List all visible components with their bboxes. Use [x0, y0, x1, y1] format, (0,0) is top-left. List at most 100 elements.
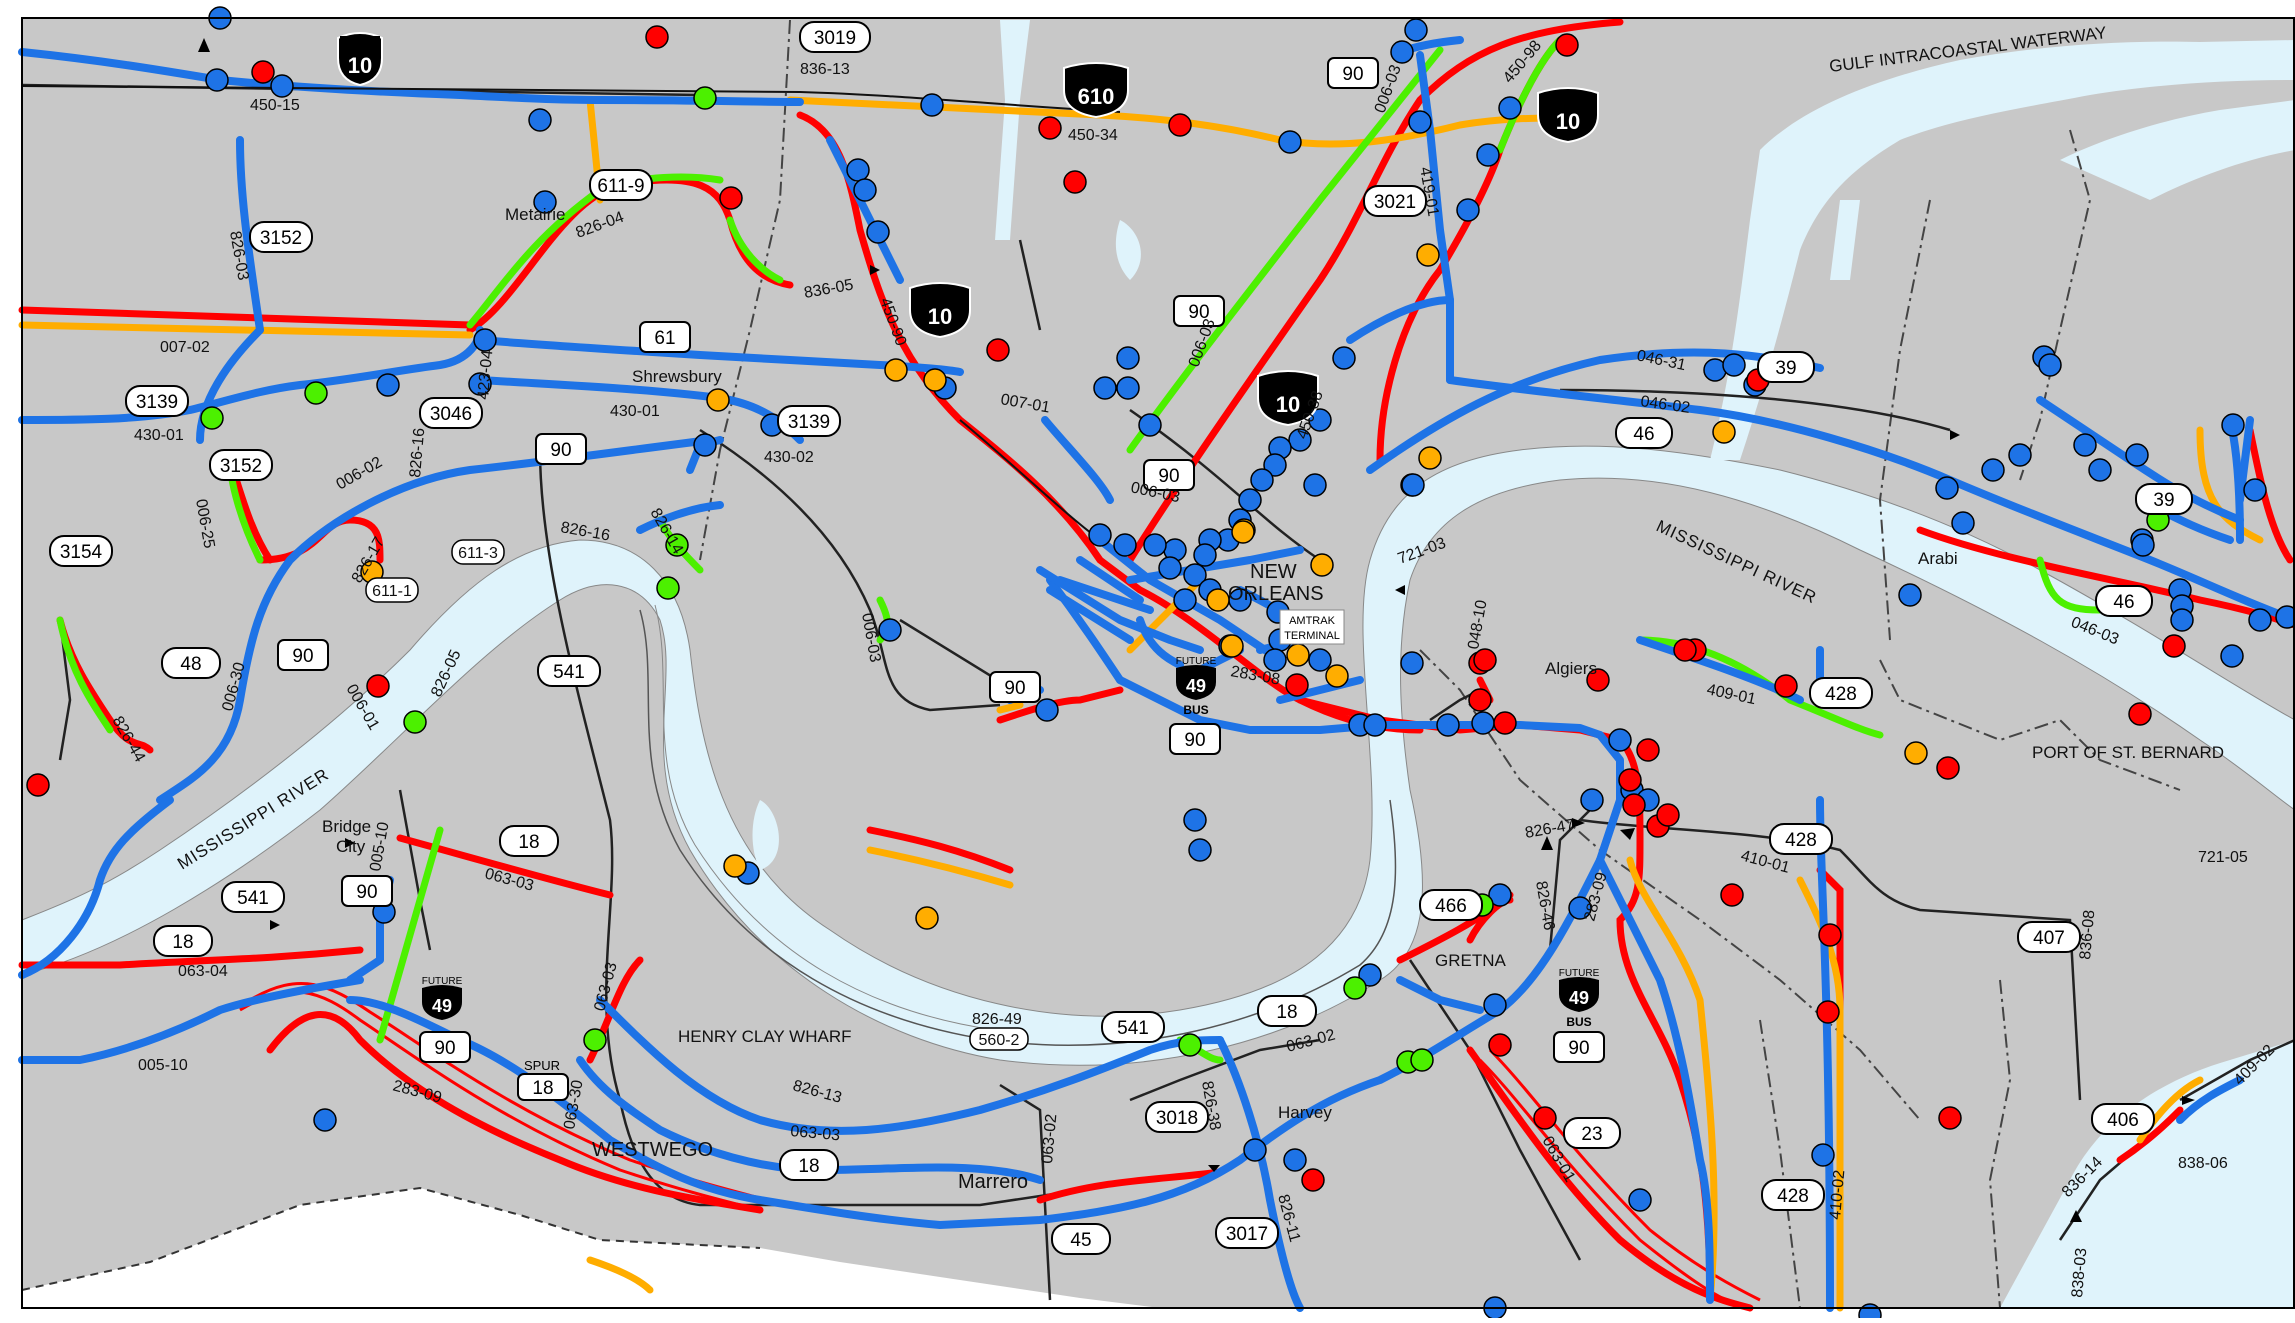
marker: [2248, 608, 2272, 632]
svg-text:HENRY CLAY WHARF: HENRY CLAY WHARF: [678, 1027, 852, 1046]
marker: [1308, 648, 1332, 672]
marker: [1555, 33, 1579, 57]
marker: [2221, 413, 2245, 437]
marker: [2243, 478, 2267, 502]
canal-north: [995, 20, 1030, 240]
route-shields: 3019 611-9 3152 3139 3046 90 3152 3154 4…: [49, 21, 2193, 1255]
railroad-bank-2: [654, 604, 996, 1031]
marker: [1116, 346, 1140, 370]
svg-text:48: 48: [180, 654, 201, 675]
marker: [1173, 588, 1197, 612]
marker: [719, 186, 743, 210]
svg-text:BUS: BUS: [1566, 1015, 1591, 1029]
marker: [1568, 896, 1592, 920]
future-49-shield-west: FUTURE 49: [422, 976, 463, 1020]
svg-text:430-02: 430-02: [764, 449, 814, 466]
marker: [1618, 768, 1642, 792]
small-lake-2: [752, 800, 779, 870]
marker: [656, 576, 680, 600]
intracoastal-waterway: [1710, 40, 2295, 460]
svg-text:23: 23: [1581, 1124, 1602, 1145]
marker: [2038, 353, 2062, 377]
marker: [1390, 40, 1414, 64]
marker: [1981, 458, 2005, 482]
marker: [915, 906, 939, 930]
marker: [1285, 673, 1309, 697]
marker: [533, 190, 557, 214]
svg-text:18: 18: [1276, 1002, 1297, 1023]
marker: [1325, 664, 1349, 688]
marker: [1410, 1048, 1434, 1072]
svg-text:838-06: 838-06: [2178, 1155, 2228, 1172]
marker: [1622, 793, 1646, 817]
marker: [1288, 428, 1312, 452]
marker: [866, 220, 890, 244]
marker: [723, 854, 747, 878]
marker: [1904, 741, 1928, 765]
marker: [1416, 243, 1440, 267]
svg-text:Algiers: Algiers: [1545, 659, 1597, 678]
svg-text:18: 18: [172, 932, 193, 953]
marker: [1063, 170, 1087, 194]
svg-text:Arabi: Arabi: [1918, 549, 1958, 568]
marker: [1656, 803, 1680, 827]
marker: [2088, 458, 2112, 482]
marker: [1310, 553, 1334, 577]
marker: [645, 25, 669, 49]
marker: [1401, 473, 1425, 497]
svg-text:826-16: 826-16: [407, 427, 428, 478]
marker: [468, 372, 492, 396]
parish-boundary-3: [1879, 659, 2181, 791]
marker: [1712, 420, 1736, 444]
svg-text:3021: 3021: [1374, 192, 1416, 213]
marker: [1898, 583, 1922, 607]
svg-text:10: 10: [928, 304, 952, 329]
marker: [270, 74, 294, 98]
svg-text:46: 46: [1633, 424, 1654, 445]
svg-text:90: 90: [1158, 466, 1179, 487]
svg-text:3019: 3019: [814, 28, 856, 49]
interstate-shield-i10-center: 10: [909, 282, 971, 339]
marker: [693, 433, 717, 457]
marker: [1774, 674, 1798, 698]
spur-label: SPUR: [524, 1058, 560, 1073]
svg-text:611-9: 611-9: [597, 176, 644, 197]
svg-text:FUTURE: FUTURE: [1559, 968, 1600, 979]
interstate-shield-i10-west: 10: [337, 32, 383, 87]
marker: [923, 368, 947, 392]
markers-red: [26, 25, 2186, 1192]
svg-text:90: 90: [1568, 1038, 1589, 1059]
svg-text:46: 46: [2113, 592, 2134, 613]
map-border: [21, 17, 2295, 1309]
marker: [1178, 1033, 1202, 1057]
svg-text:NEW: NEW: [1250, 561, 1297, 583]
svg-text:063-04: 063-04: [178, 963, 228, 980]
svg-text:836-08: 836-08: [2077, 909, 2098, 960]
svg-text:90: 90: [1184, 730, 1205, 751]
marker: [1332, 346, 1356, 370]
marker: [2220, 644, 2244, 668]
marker: [846, 158, 870, 182]
mississippi-river: [21, 445, 2295, 1066]
interstate-shield-i10-mid: 10: [1257, 370, 1319, 427]
marker: [1818, 923, 1842, 947]
marker: [1301, 1168, 1325, 1192]
svg-text:007-02: 007-02: [160, 339, 210, 356]
svg-text:90: 90: [434, 1038, 455, 1059]
marker: [2131, 533, 2155, 557]
marker: [1113, 533, 1137, 557]
marker: [884, 358, 908, 382]
marker: [853, 178, 877, 202]
marker: [1158, 556, 1182, 580]
svg-text:FUTURE: FUTURE: [422, 976, 463, 987]
marker: [200, 406, 224, 430]
svg-text:BUS: BUS: [1183, 703, 1208, 717]
marker: [2125, 443, 2149, 467]
svg-text:3017: 3017: [1226, 1224, 1268, 1245]
marker: [1586, 668, 1610, 692]
marker: [304, 381, 328, 405]
marker: [1811, 1143, 1835, 1167]
svg-text:WESTWEGO: WESTWEGO: [592, 1139, 713, 1161]
